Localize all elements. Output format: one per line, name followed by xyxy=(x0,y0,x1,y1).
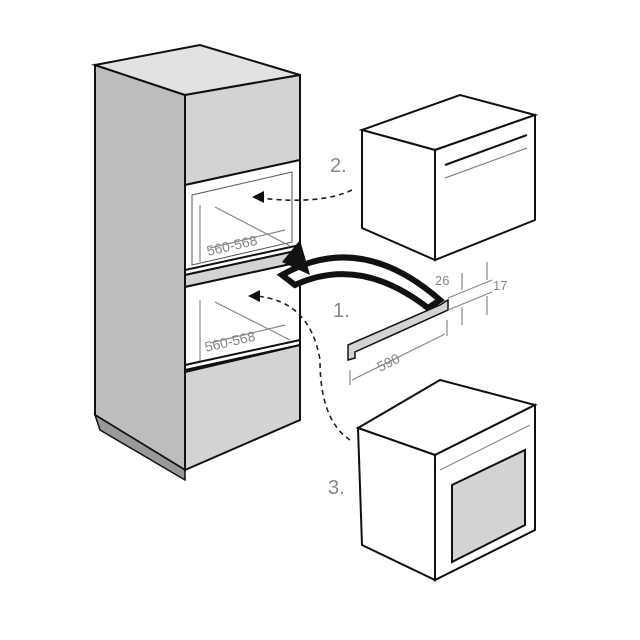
step-1-label: 1. xyxy=(333,300,350,322)
strip-height-26-label: 26 xyxy=(435,273,449,288)
tall-cabinet: 560-568 560-568 xyxy=(91,43,301,482)
strip-length-label: 590 xyxy=(374,350,402,375)
step-3-label: 3. xyxy=(328,477,345,499)
upper-niche-inner xyxy=(191,171,293,266)
strip-height-17-label: 17 xyxy=(493,278,507,293)
compact-appliance xyxy=(358,93,539,262)
insert-arrow xyxy=(276,254,445,312)
oven-appliance xyxy=(355,378,538,582)
cabinet-plinth xyxy=(93,413,186,482)
trim-strip: 590 26 17 xyxy=(276,240,507,385)
cabinet-side xyxy=(94,63,186,472)
guide-line-2 xyxy=(259,189,353,202)
bottom-door xyxy=(184,343,301,472)
step-2-label: 2. xyxy=(330,155,347,177)
